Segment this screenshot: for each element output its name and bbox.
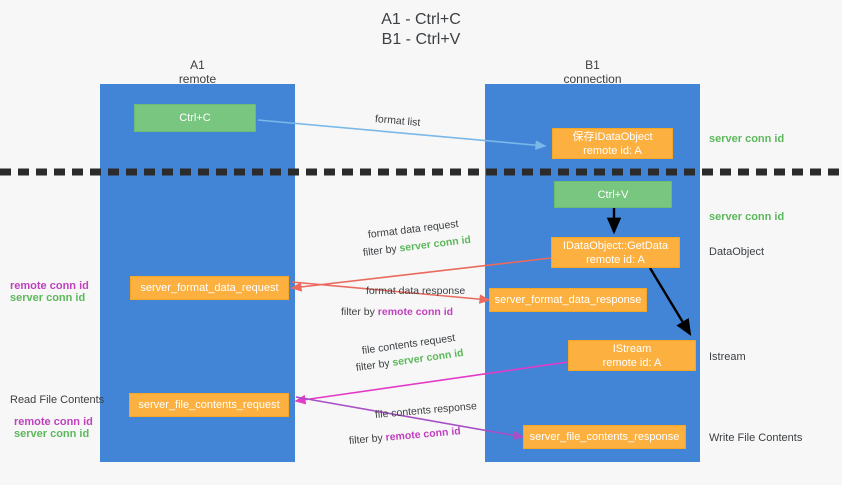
label-server-conn-id-lower: server conn id	[14, 428, 90, 440]
box-getdata-line1: IDataObject::GetData	[562, 239, 669, 252]
box-store-idataobject-line1: 保存IDataObject	[572, 130, 653, 143]
label-server-conn-id-top: server conn id	[709, 133, 785, 145]
diagram-title-line1: A1 - Ctrl+C	[381, 11, 461, 28]
arrow-label-format-list-text: format list	[374, 113, 421, 129]
arrow-label-format-data-response-main: format data response	[366, 285, 466, 297]
filter-prefix: filter by	[341, 306, 378, 318]
filter-prefix: filter by	[348, 431, 387, 447]
box-ctrl-v-label: Ctrl+V	[597, 188, 629, 201]
lane-b1-name: B1	[585, 58, 600, 72]
box-server-format-data-response-label: server_format_data_response	[494, 294, 642, 306]
box-ctrl-c-label: Ctrl+C	[179, 112, 211, 124]
arrow-format-data-response	[291, 281, 491, 304]
box-ctrl-v[interactable]: Ctrl+V	[554, 181, 672, 208]
diagram-title-line2: B1 - Ctrl+V	[381, 31, 461, 48]
label-dataobject: DataObject	[709, 246, 765, 258]
lane-header-b1: B1 connection	[485, 58, 700, 86]
box-istream-line2: remote id: A	[602, 356, 662, 369]
arrow-file-contents-request	[294, 361, 569, 405]
label-server-conn-id-mid: server conn id	[709, 211, 785, 223]
label-write-file-contents: Write File Contents	[709, 432, 803, 444]
label-read-file-contents: Read File Contents	[10, 394, 105, 406]
filter-value-remote-conn-id: remote conn id	[377, 306, 454, 318]
box-store-idataobject[interactable]: 保存IDataObject remote id: A	[552, 128, 673, 159]
box-istream[interactable]: IStream remote id: A	[568, 340, 696, 371]
arrow-file-contents-response	[295, 396, 525, 441]
box-server-file-contents-response-label: server_file_contents_response	[529, 431, 680, 443]
box-store-idataobject-line2: remote id: A	[583, 144, 642, 157]
label-remote-conn-id-lower: remote conn id	[14, 416, 93, 428]
box-server-file-contents-request-label: server_file_contents_request	[138, 399, 280, 411]
lane-a1-sub: remote	[178, 72, 217, 86]
box-server-file-contents-request[interactable]: server_file_contents_request	[129, 393, 289, 417]
arrow-format-data-request	[290, 257, 552, 292]
label-remote-conn-id-upper: remote conn id	[10, 280, 89, 292]
box-istream-line1: IStream	[612, 342, 652, 355]
lane-b1-sub: connection	[563, 72, 622, 86]
label-server-conn-id-upper: server conn id	[10, 292, 86, 304]
box-getdata[interactable]: IDataObject::GetData remote id: A	[551, 237, 680, 268]
box-getdata-line2: remote id: A	[586, 253, 645, 266]
arrow-format-list	[257, 119, 547, 150]
box-server-format-data-request-label: server_format_data_request	[140, 282, 279, 294]
arrow-label-format-data-response: format data response	[366, 284, 465, 298]
box-ctrl-c[interactable]: Ctrl+C	[134, 104, 256, 132]
box-server-format-data-response[interactable]: server_format_data_response	[489, 288, 647, 312]
box-server-format-data-request[interactable]: server_format_data_request	[130, 276, 289, 300]
arrow-getdata-to-istream	[648, 267, 692, 337]
arrow-label-format-data-response-filter: filter by remote conn id	[341, 305, 453, 319]
lane-header-a1: A1 remote	[100, 58, 295, 86]
lane-a1-name: A1	[190, 58, 205, 72]
label-istream: Istream	[709, 351, 746, 363]
box-server-file-contents-response[interactable]: server_file_contents_response	[523, 425, 686, 449]
